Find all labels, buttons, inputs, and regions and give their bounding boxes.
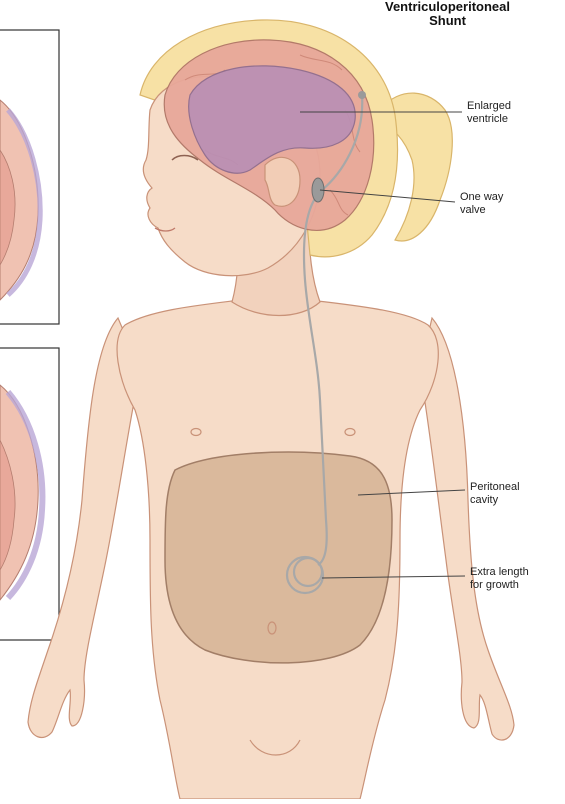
title-line-2: Shunt (340, 14, 555, 28)
inset-panel-bottom (0, 348, 59, 640)
peritoneal-cavity (165, 452, 392, 663)
diagram-title: Ventriculoperitoneal Shunt (340, 0, 555, 28)
label-extra-length: Extra length for growth (470, 566, 529, 592)
child-head (140, 20, 452, 276)
title-line-1: Ventriculoperitoneal (340, 0, 555, 14)
label-peritoneal-cavity: Peritoneal cavity (470, 481, 520, 507)
label-enlarged-ventricle: Enlarged ventricle (467, 100, 511, 126)
catheter-tip (358, 91, 366, 99)
inset-panel-top (0, 30, 59, 324)
label-one-way-valve: One way valve (460, 191, 503, 217)
